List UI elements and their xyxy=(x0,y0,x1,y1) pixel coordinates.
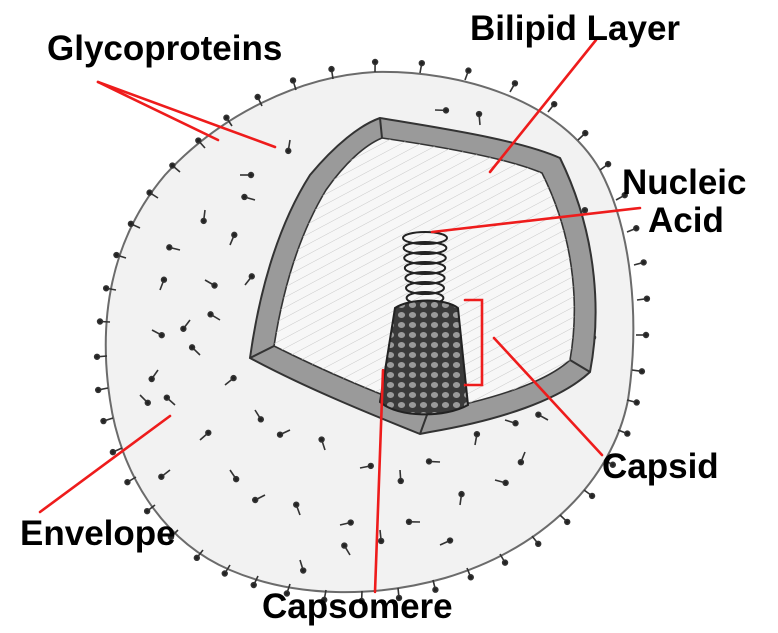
label-capsomere: Capsomere xyxy=(262,587,453,626)
leader-glycoproteins-1 xyxy=(98,82,218,140)
capsomere-cone xyxy=(380,301,468,415)
label-nucleic-acid-line2: Acid xyxy=(648,201,724,240)
label-nucleic-acid-line1: Nucleic xyxy=(622,163,747,202)
label-bilipid-layer: Bilipid Layer xyxy=(470,9,680,48)
label-glycoproteins: Glycoproteins xyxy=(47,29,282,68)
label-capsid: Capsid xyxy=(602,447,719,486)
label-envelope: Envelope xyxy=(20,514,176,553)
